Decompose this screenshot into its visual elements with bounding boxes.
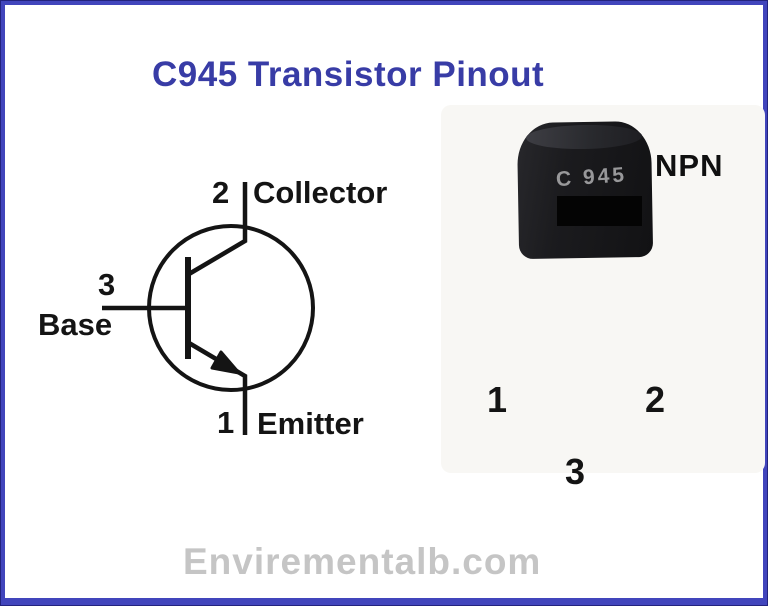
- photo-pin-number-3: 3: [565, 451, 586, 492]
- symbol-emitter-arrow: [210, 350, 241, 375]
- photo-pin-number-2: 2: [645, 379, 666, 420]
- to92-laser-mark-area: [557, 196, 642, 226]
- npn-type-label: NPN: [655, 148, 724, 183]
- to92-top-face: [525, 123, 643, 151]
- symbol-circle: [147, 224, 315, 392]
- schematic-base-label: Base: [38, 307, 113, 342]
- schematic-collector-label: Collector: [253, 175, 388, 210]
- watermark-text: Envirementalb.com: [183, 541, 542, 582]
- npn-symbol: [102, 182, 315, 435]
- schematic-emitter-label: Emitter: [257, 406, 364, 441]
- schematic-emitter-pin-number: 1: [217, 405, 235, 440]
- photo-pin-number-1: 1: [487, 379, 508, 420]
- schematic-collector-pin-number: 2: [212, 175, 230, 210]
- page-title: C945 Transistor Pinout: [152, 55, 545, 94]
- schematic-base-pin-number: 3: [98, 267, 116, 302]
